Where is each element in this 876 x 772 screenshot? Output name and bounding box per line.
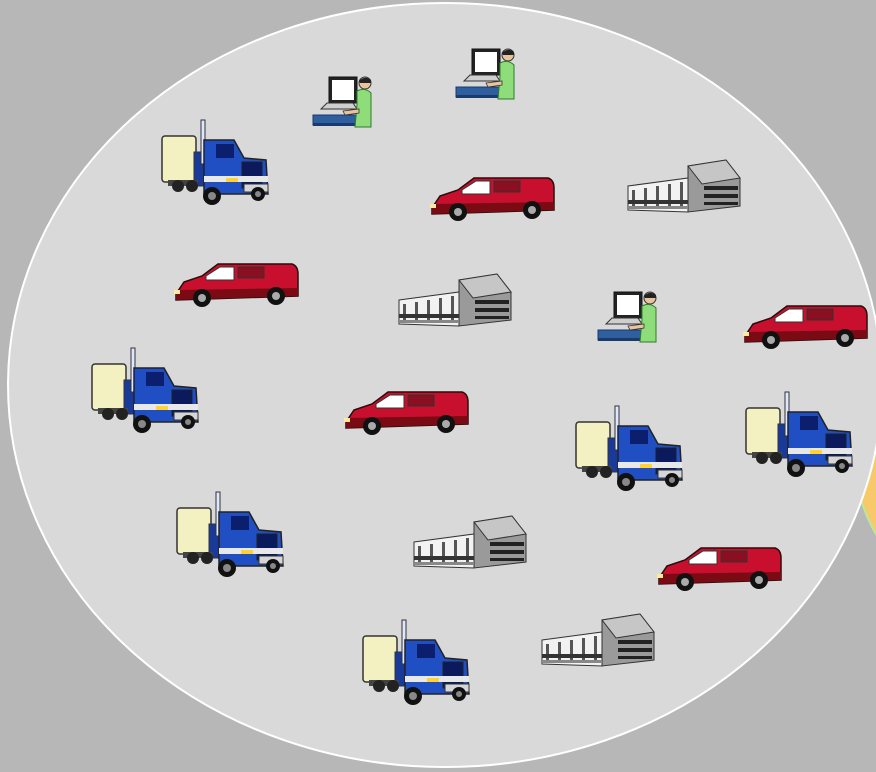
network-diagram-canvas: [0, 0, 876, 772]
